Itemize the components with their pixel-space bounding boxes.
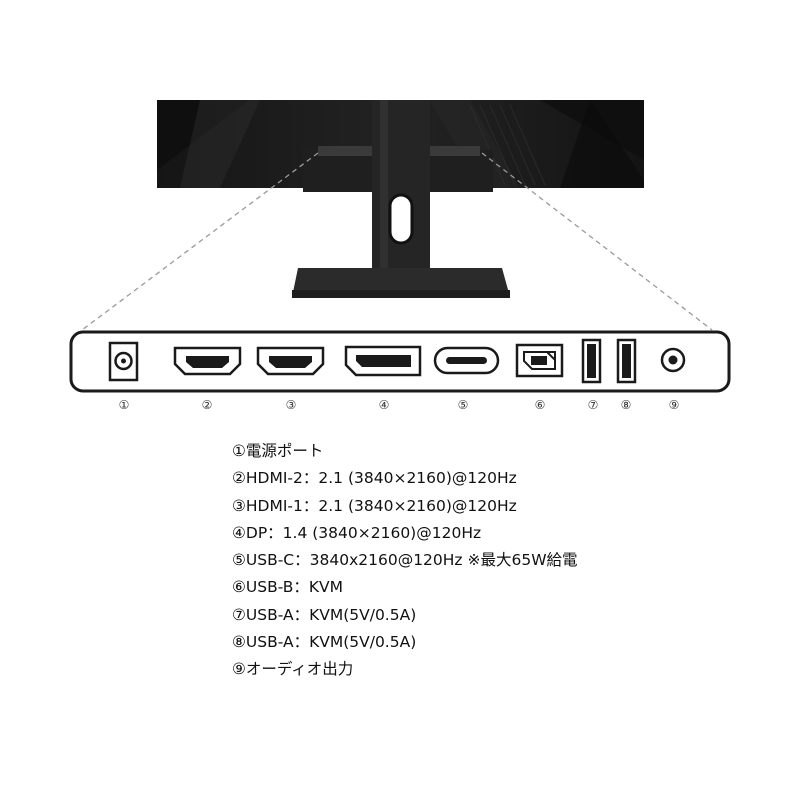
port-number-label: ① xyxy=(118,398,130,412)
audio-out-icon xyxy=(660,347,686,373)
port-number-label: ⑥ xyxy=(534,398,546,412)
hdmi-port-icon xyxy=(173,346,242,376)
spec-item-usb-a-2: ⑧USB-A：KVM(5V/0.5A) xyxy=(232,633,417,652)
spec-item-audio: ⑨オーディオ出力 xyxy=(232,660,354,679)
usb-c-port-icon xyxy=(433,346,500,375)
port-number-label: ③ xyxy=(285,398,297,412)
spec-item-power: ①電源ポート xyxy=(232,442,324,460)
spec-item-dp: ④DP：1.4 (3840×2160)@120Hz xyxy=(232,523,482,542)
spec-item-usb-b: ⑥USB-B：KVM xyxy=(232,578,344,597)
monitor-stand xyxy=(292,100,510,298)
leader-line-left xyxy=(81,152,319,331)
leader-line-right xyxy=(481,152,713,331)
spec-item-hdmi-1: ③HDMI-1：2.1 (3840×2160)@120Hz xyxy=(232,496,517,515)
spec-item-hdmi-2: ②HDMI-2：2.1 (3840×2160)@120Hz xyxy=(232,469,517,488)
hdmi-port-icon xyxy=(256,346,325,376)
usb-a-port-icon xyxy=(616,338,637,384)
power-port-icon xyxy=(108,341,139,382)
cable-hole-icon xyxy=(388,193,414,245)
port-number-label: ② xyxy=(201,398,213,412)
usb-a-port-icon xyxy=(581,338,602,384)
port-spec-list: ①電源ポート ②HDMI-2：2.1 (3840×2160)@120Hz ③HD… xyxy=(232,438,578,684)
port-number-label: ④ xyxy=(378,398,390,412)
spec-item-usb-c: ⑤USB-C：3840x2160@120Hz ※最大65W給電 xyxy=(232,551,578,570)
port-number-label: ⑨ xyxy=(668,398,680,412)
usb-b-port-icon xyxy=(515,343,564,378)
displayport-icon xyxy=(344,345,422,377)
port-number-label: ⑤ xyxy=(457,398,469,412)
port-number-label: ⑦ xyxy=(587,398,599,412)
spec-item-usb-a-1: ⑦USB-A：KVM(5V/0.5A) xyxy=(232,605,417,624)
port-number-label: ⑧ xyxy=(620,398,632,412)
